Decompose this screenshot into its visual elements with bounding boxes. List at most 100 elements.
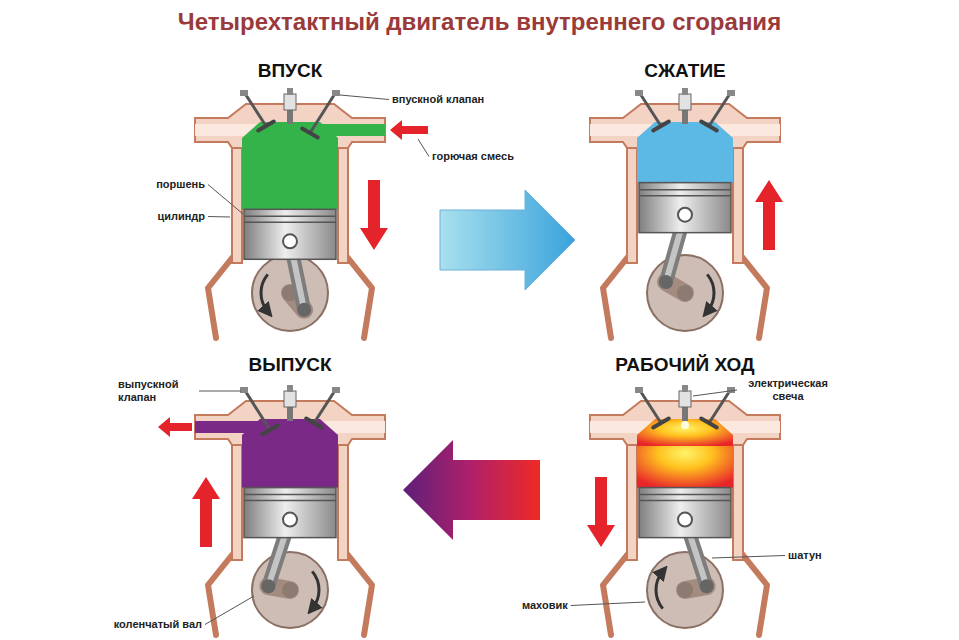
piston-ring — [244, 222, 336, 224]
stage-heading: ВПУСК — [185, 56, 395, 82]
engine-figure — [192, 385, 385, 635]
part-label: поршень — [156, 178, 205, 191]
leader-line — [208, 216, 230, 218]
motion-arrow — [755, 180, 783, 250]
stage-arrow — [403, 440, 540, 540]
piston-pin — [283, 513, 297, 527]
part-label: коленчатый вал — [114, 618, 202, 631]
valve-head — [258, 122, 274, 131]
leader-line — [571, 602, 645, 606]
crank-pin — [297, 303, 311, 317]
crankshaft — [282, 582, 298, 598]
cylinder-wall — [338, 138, 348, 263]
spark-plug-terminal — [682, 88, 688, 95]
stage-arrow — [440, 190, 575, 290]
valve-stem — [639, 92, 661, 126]
part-label: шатун — [788, 549, 822, 562]
piston-pin — [283, 234, 297, 248]
leader-line — [693, 390, 737, 396]
cylinder-wall — [733, 435, 743, 560]
piston — [244, 209, 336, 259]
flywheel — [252, 552, 328, 628]
valve-head — [653, 122, 669, 131]
stage-panel: СЖАТИЕ — [580, 56, 790, 348]
engine-figure — [590, 88, 783, 338]
flow-arrow — [158, 417, 192, 437]
cylinder-head — [590, 401, 780, 445]
combustion-dome — [242, 419, 338, 446]
stage-panel: РАБОЧИЙ ХОД — [580, 350, 790, 638]
valve-head — [262, 426, 278, 435]
stage-panel: ВПУСК — [185, 56, 395, 348]
rotation-arrow — [261, 274, 268, 311]
piston — [639, 183, 731, 233]
stage-panel: ВЫПУСК — [185, 350, 395, 638]
leader-line — [208, 185, 243, 215]
piston-ring — [639, 189, 731, 191]
part-label: цилиндр — [157, 210, 205, 223]
rotation-arrow — [312, 571, 319, 608]
spark-plug-body — [679, 94, 691, 110]
motion-arrow — [360, 180, 388, 250]
cylinder-head — [195, 104, 385, 148]
stage-heading: СЖАТИЕ — [580, 56, 790, 82]
stage-heading: РАБОЧИЙ ХОД — [580, 350, 790, 376]
part-label: выпускной клапан — [118, 378, 196, 404]
combustion-dome — [637, 419, 733, 446]
flywheel — [647, 255, 723, 331]
leader-line — [199, 391, 241, 392]
valve-stem — [244, 389, 270, 430]
piston-ring — [639, 195, 731, 197]
motion-arrow — [192, 477, 220, 547]
piston-ring — [639, 500, 731, 502]
leader-line — [712, 556, 785, 559]
cylinder-wall — [733, 138, 743, 263]
part-label: впускной клапан — [392, 93, 484, 106]
valve-spring — [240, 90, 248, 96]
valve-stem — [314, 389, 336, 423]
rotation-arrow — [656, 571, 663, 608]
cylinder-wall — [232, 435, 242, 560]
part-label: маховик — [522, 599, 568, 612]
cylinder-head — [590, 104, 780, 148]
engine-figure — [587, 385, 780, 635]
valve-head — [306, 419, 322, 428]
valve-head — [701, 122, 717, 131]
crankshaft — [677, 582, 693, 598]
piston-pin — [678, 208, 692, 222]
combustion-dome — [637, 122, 733, 149]
crank-pin — [700, 579, 714, 593]
valve-stem — [310, 92, 336, 133]
cylinder-head — [195, 401, 385, 445]
piston-ring — [639, 494, 731, 496]
cylinder-wall — [627, 138, 637, 263]
spark-plug-body — [284, 391, 296, 407]
valve-spring — [332, 387, 340, 393]
leader-line — [205, 596, 254, 625]
part-label: горючая смесь — [432, 150, 514, 163]
spark-plug-body — [284, 94, 296, 110]
crankshaft — [677, 285, 693, 301]
part-label: электрическая свеча — [740, 377, 836, 403]
valve-stem — [709, 92, 731, 126]
valve-head — [701, 419, 717, 428]
cylinder-wall — [627, 435, 637, 560]
valve-spring — [635, 387, 643, 393]
piston — [244, 488, 336, 538]
valve-spring — [727, 90, 735, 96]
valve-spring — [332, 90, 340, 96]
rotation-arrow — [707, 274, 714, 311]
spark — [681, 421, 689, 429]
cylinder-wall — [338, 435, 348, 560]
stage-heading: ВЫПУСК — [185, 350, 395, 376]
valve-stem — [244, 92, 266, 126]
valve-spring — [635, 90, 643, 96]
piston-pin — [678, 513, 692, 527]
valve-stem — [639, 389, 661, 423]
valve-spring — [240, 387, 248, 393]
engine-figure — [195, 88, 388, 338]
leader-line — [418, 139, 429, 157]
crank-pin — [261, 579, 275, 593]
spark-plug-body — [679, 391, 691, 407]
